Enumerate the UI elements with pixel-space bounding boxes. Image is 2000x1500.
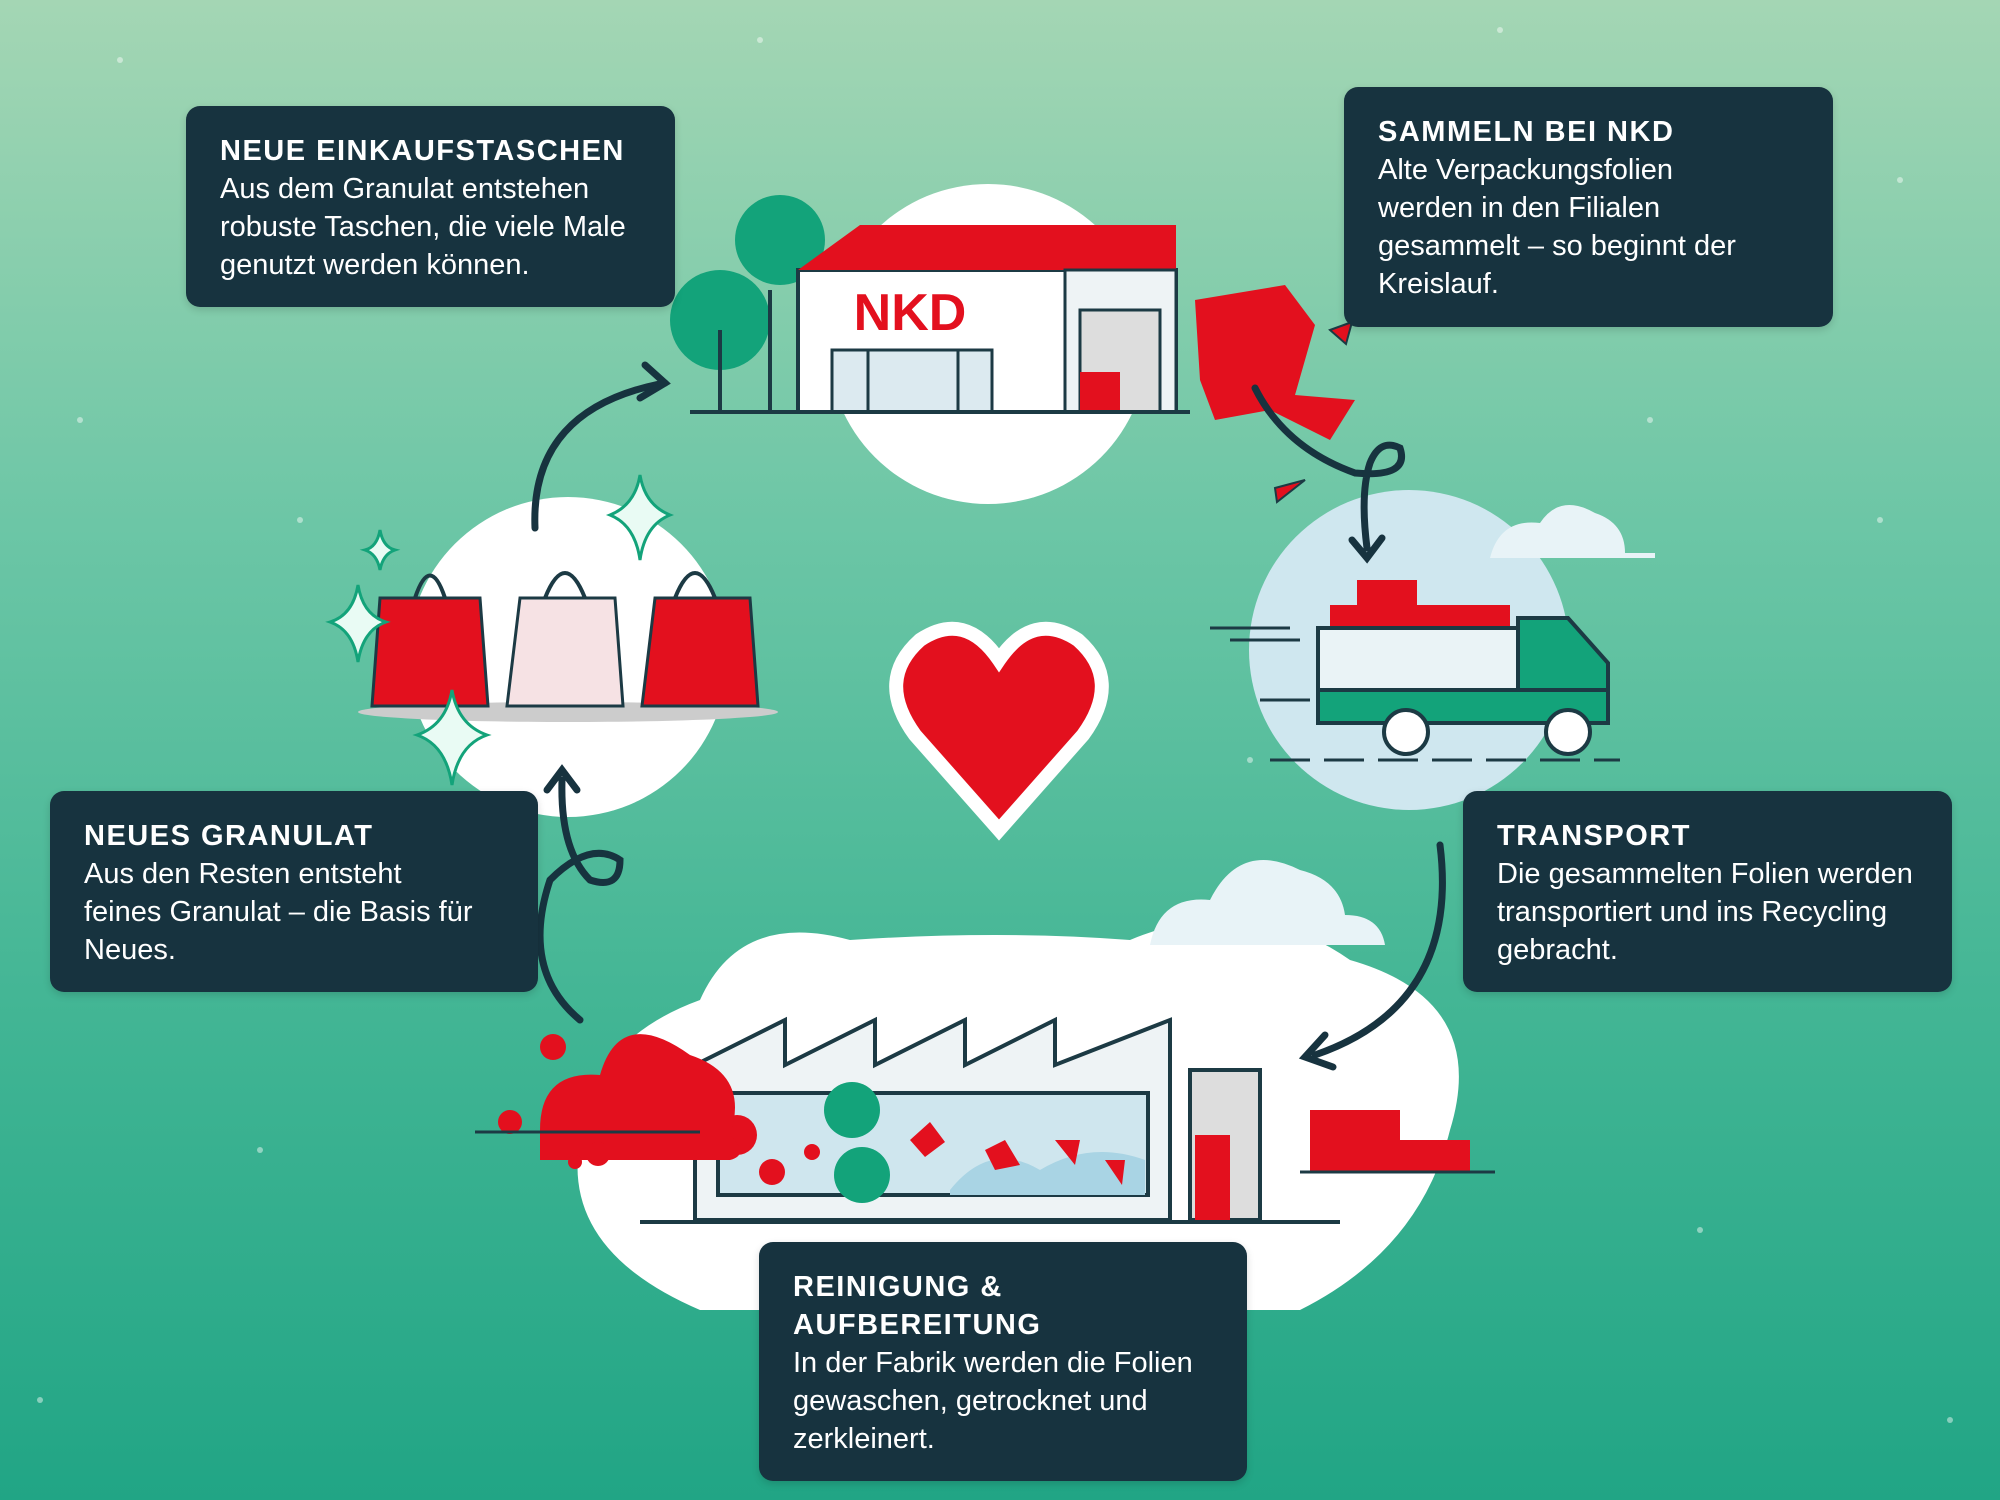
step-reinigung-aufbereitung: REINIGUNG & AUFBEREITUNG In der Fabrik w… — [759, 1242, 1247, 1481]
sparkle-icon — [325, 474, 675, 786]
truck-icon — [1210, 580, 1620, 762]
step-title: NEUES GRANULAT — [84, 820, 374, 852]
step-text: Alte Verpackungsfolien werden in den Fil… — [1378, 154, 1736, 300]
heart-icon — [889, 621, 1109, 841]
step-neues-granulat: NEUES GRANULAT Aus den Resten entsteht f… — [50, 791, 538, 992]
step-sammeln-bei-nkd: SAMMELN BEI NKD Alte Verpackungsfolien w… — [1344, 87, 1833, 327]
step-text: Aus dem Granulat entstehen robuste Tasch… — [220, 173, 626, 281]
step-neue-einkaufstaschen: NEUE EINKAUFSTASCHEN Aus dem Granulat en… — [186, 106, 675, 307]
cloud-icon — [1485, 505, 1655, 558]
arrow-icon — [536, 776, 624, 1024]
arrow-icon — [531, 379, 669, 532]
nkd-logo: NKD — [854, 284, 967, 342]
factory-icon — [475, 1016, 1495, 1224]
cloud-icon — [1150, 860, 1385, 945]
foil-icon — [1195, 285, 1355, 440]
step-transport: TRANSPORT Die gesammelten Folien werden … — [1463, 791, 1952, 992]
step-text: Aus den Resten entsteht feines Granulat … — [84, 858, 473, 966]
step-text: In der Fabrik werden die Folien gewasche… — [793, 1347, 1193, 1455]
step-title: TRANSPORT — [1497, 820, 1691, 852]
step-title: SAMMELN BEI NKD — [1378, 116, 1675, 148]
step-title: NEUE EINKAUFSTASCHEN — [220, 135, 625, 167]
nkd-store-icon: NKD — [670, 195, 1190, 414]
step-text: Die gesammelten Folien werden transporti… — [1497, 858, 1913, 966]
cycle-arrows — [531, 361, 1446, 1071]
arrow-icon — [1311, 841, 1446, 1059]
step-title: REINIGUNG & AUFBEREITUNG — [793, 1271, 1042, 1341]
arrow-icon — [1251, 384, 1405, 552]
